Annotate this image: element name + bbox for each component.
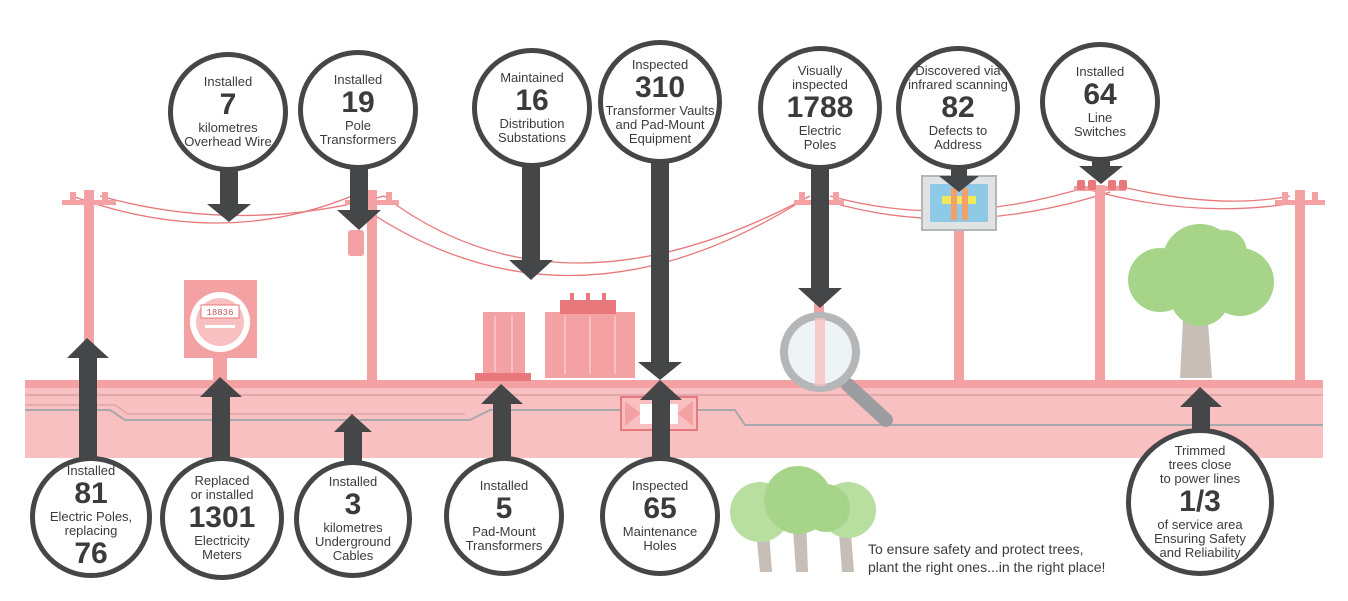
substation-fins: [494, 316, 616, 374]
bubble-maintenance-holes: Inspected 65 Maintenance Holes: [600, 456, 720, 576]
distribution-substation: [475, 293, 635, 381]
bubble-overhead-wire: Installed 7 kilometres Overhead Wire: [168, 52, 288, 172]
caption-line-2: plant the right ones...in the right plac…: [868, 558, 1106, 575]
bubble-transformer-vaults: Inspected 310 Transformer Vaults and Pad…: [598, 40, 722, 164]
underground-cable-thin: [25, 404, 465, 415]
bubble-electric-poles-installed: Installed 81 Electric Poles, replacing 7…: [30, 456, 152, 578]
bubble-electricity-meters: Replaced or installed 1301 Electricity M…: [160, 456, 284, 580]
electricity-meter: 18836: [184, 280, 257, 383]
caption-line-1: To ensure safety and protect trees,: [868, 541, 1084, 557]
arrows: [67, 150, 1222, 465]
bubble-infrared-defects: Discovered via infrared scanning 82 Defe…: [896, 46, 1020, 170]
bubble-pad-mount-transformers: Installed 5 Pad-Mount Transformers: [444, 456, 564, 576]
tree-planting-caption: To ensure safety and protect trees, plan…: [868, 541, 1105, 576]
bubble-electric-poles-inspected: Visually inspected 1788 Electric Poles: [758, 46, 882, 170]
overhead-wires: [71, 185, 1301, 277]
bubble-pole-transformers: Installed 19 Pole Transformers: [298, 50, 418, 170]
meter-reading: 18836: [206, 308, 233, 318]
ground-surface: [25, 380, 1323, 388]
bubble-underground-cables: Installed 3 kilometres Underground Cable…: [294, 460, 412, 578]
tall-tree-icon: [1128, 224, 1274, 378]
line-switch-insulators: [1077, 180, 1127, 190]
bubble-distribution-substations: Maintained 16 Distribution Substations: [472, 48, 592, 168]
bubble-trimmed-trees: Trimmed trees close to power lines 1/3 o…: [1126, 428, 1274, 576]
small-trees-icon: [730, 466, 876, 572]
magnifying-glass-icon: [780, 312, 893, 427]
bubble-line-switches: Installed 64 Line Switches: [1040, 42, 1160, 162]
underground-cable-right: [690, 409, 1323, 426]
